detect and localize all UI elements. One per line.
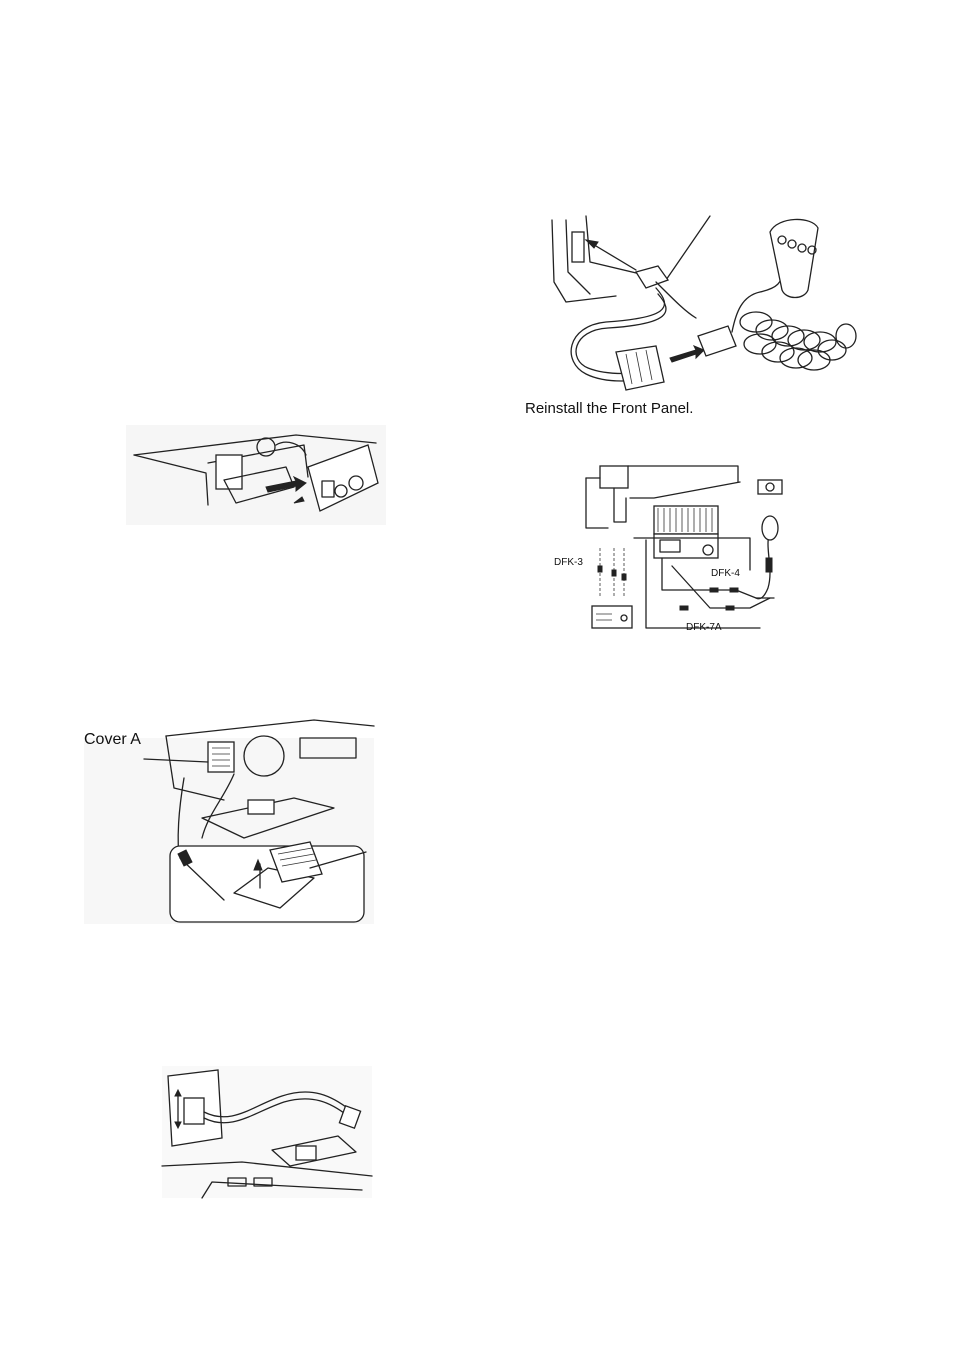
cover-a-label: Cover A [84, 731, 141, 749]
dfk7a-label: DFK-7A [686, 622, 722, 633]
microphone-connection-figure [546, 212, 862, 396]
cable-connector-figure [162, 1066, 372, 1198]
dfk3-label: DFK-3 [554, 557, 583, 568]
reinstall-caption: Reinstall the Front Panel. [525, 400, 693, 417]
dfk4-label: DFK-4 [711, 568, 740, 579]
wiring-diagram-figure [550, 458, 790, 634]
front-panel-removal-figure [126, 425, 386, 525]
